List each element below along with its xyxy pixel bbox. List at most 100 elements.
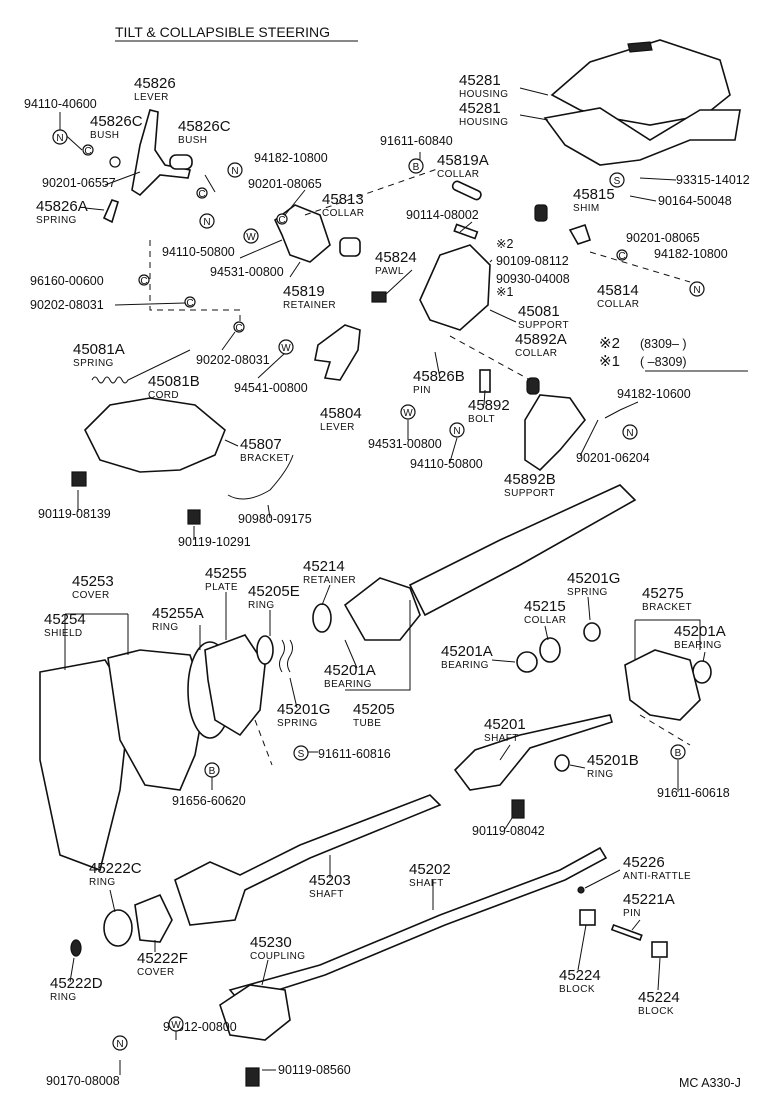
part-label: 94541-00800: [234, 381, 308, 395]
w-symbol: W: [278, 339, 294, 355]
part-label: 90114-08002: [406, 208, 479, 222]
part-label: 45826A: [36, 198, 88, 215]
c-symbol: C: [233, 321, 245, 334]
c-symbol: C: [196, 187, 208, 200]
note-mark: ※2: [599, 335, 620, 352]
part-label: 45813: [322, 191, 364, 208]
n-symbol: N: [689, 281, 705, 297]
part-name: HOUSING: [459, 89, 508, 100]
part-label: 45201A: [441, 643, 493, 660]
dashed-leader-6: [639, 714, 691, 746]
part-label: 45081: [518, 303, 560, 320]
diagram-code: MC A330-J: [679, 1076, 741, 1090]
part-label: 90201-06204: [576, 451, 650, 465]
part-label: 45824: [375, 249, 417, 266]
dashed-leader-1: [149, 240, 241, 325]
w-symbol: W: [400, 404, 416, 420]
block-45224-b-drawing: [651, 941, 668, 958]
svg-text:C: C: [84, 146, 91, 157]
spring-45081a-drawing: [91, 349, 191, 384]
n-symbol: N: [227, 162, 243, 178]
svg-text:S: S: [298, 749, 305, 760]
part-label: 45201A: [324, 662, 376, 679]
part-name: SUPPORT: [518, 320, 569, 331]
part-label: 45804: [320, 405, 362, 422]
part-label: 45205E: [248, 583, 300, 600]
note-mark: ※1: [496, 285, 513, 299]
n-symbol: N: [622, 424, 638, 440]
part-label: 45221A: [623, 891, 675, 908]
part-name: SHIELD: [44, 628, 83, 639]
part-name: BEARING: [324, 679, 372, 690]
part-label: 45826C: [90, 113, 143, 130]
part-name: PIN: [623, 908, 641, 919]
part-label: 90119-08042: [472, 824, 545, 838]
svg-text:C: C: [198, 189, 205, 200]
w-symbol: W: [168, 1016, 184, 1032]
part-name: SHAFT: [484, 733, 519, 744]
part-label: 45201B: [587, 752, 639, 769]
part-label: 91611-60840: [380, 134, 453, 148]
part-label: 45201: [484, 716, 526, 733]
part-name: BUSH: [178, 135, 207, 146]
c-symbol: C: [184, 296, 196, 309]
part-name: RETAINER: [283, 300, 336, 311]
notes-legend: ※2 (8309– ) ※1 ( –8309): [599, 335, 748, 372]
part-label: 45892: [468, 397, 510, 414]
ring-45205e-drawing: [256, 635, 274, 665]
block-45224-a-drawing: [579, 909, 596, 926]
part-label: 94531-00800: [368, 437, 442, 451]
part-label: 45892A: [515, 331, 567, 348]
part-name: SPRING: [73, 358, 114, 369]
svg-text:N: N: [231, 166, 238, 177]
part-name: SUPPORT: [504, 488, 555, 499]
group-bracket-45205: [345, 600, 411, 691]
svg-text:C: C: [278, 215, 285, 226]
part-name: RING: [587, 769, 614, 780]
bolt-90119-10291-drawing: [187, 509, 201, 525]
part-label: 94182-10800: [654, 247, 728, 261]
part-label: 45815: [573, 186, 615, 203]
part-label: 45081A: [73, 341, 125, 358]
part-name: SHAFT: [309, 889, 344, 900]
part-label: 45222C: [89, 860, 142, 877]
part-label: 45202: [409, 861, 451, 878]
plate-45255-drawing: [204, 634, 266, 737]
part-name: LEVER: [320, 422, 355, 433]
part-label: 45214: [303, 558, 345, 575]
c-symbol: C: [276, 213, 288, 226]
pawl-45824-drawing: [371, 291, 387, 303]
svg-text:C: C: [618, 251, 625, 262]
bracket-45807-drawing: [84, 397, 226, 473]
part-label: 45203: [309, 872, 351, 889]
dashed-leader-5: [254, 719, 273, 766]
part-label: 45281: [459, 72, 501, 89]
part-label: 94110-50800: [410, 457, 483, 471]
part-labels: 45826 LEVER 94110-40600 45826C BUSH 4582…: [24, 72, 750, 1088]
svg-text:C: C: [186, 298, 193, 309]
part-name: COLLAR: [322, 208, 364, 219]
svg-text:W: W: [246, 232, 256, 243]
part-label: 96160-00600: [30, 274, 104, 288]
part-label: 93315-14012: [676, 173, 750, 187]
bush-drawing: [109, 156, 121, 168]
part-label: 45814: [597, 282, 639, 299]
s-symbol: S: [609, 172, 625, 188]
part-name: RETAINER: [303, 575, 356, 586]
housing-drawing: [543, 39, 741, 166]
w-symbol: W: [243, 228, 259, 244]
part-label: 45226: [623, 854, 665, 871]
part-label: 45201G: [277, 701, 330, 718]
part-name: RING: [89, 877, 116, 888]
part-name: COUPLING: [250, 951, 305, 962]
collar-45819a-drawing: [451, 180, 482, 201]
part-label: 45255A: [152, 605, 204, 622]
part-name: SPRING: [567, 587, 608, 598]
dashed-leader-2: [304, 167, 441, 216]
svg-text:W: W: [281, 343, 291, 354]
part-name: BRACKET: [240, 453, 290, 464]
c-symbol: C: [616, 249, 628, 262]
part-label: 91656-60620: [172, 794, 246, 808]
part-label: 45819: [283, 283, 325, 300]
part-label: 91611-60816: [318, 747, 391, 761]
